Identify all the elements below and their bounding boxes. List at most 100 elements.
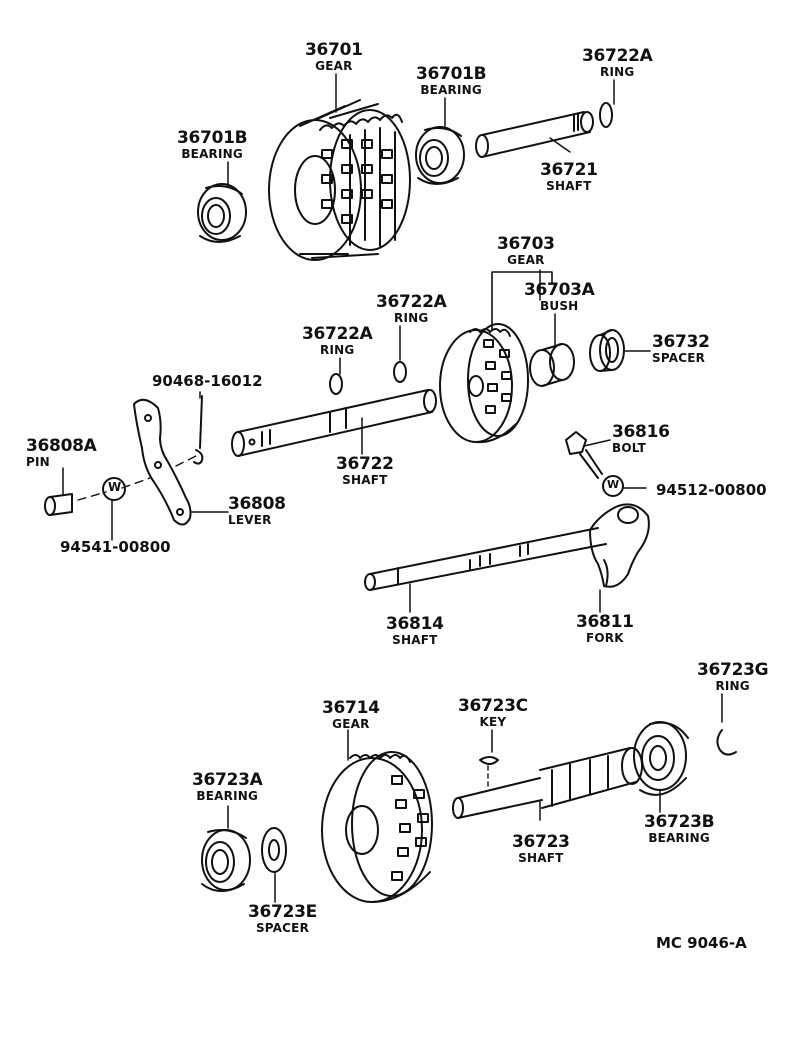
label-36701b-bearing-left: 36701B BEARING	[177, 128, 248, 161]
part-number: 36701	[305, 40, 363, 60]
bearing-36723b-drawing	[633, 721, 689, 796]
part-name: LEVER	[228, 513, 272, 527]
part-name: SHAFT	[518, 851, 564, 865]
bolt-36816-drawing	[565, 431, 603, 479]
gear-36703-drawing	[439, 323, 529, 444]
clip-90468-drawing	[193, 395, 204, 465]
label-36701b-bearing-right: 36701B BEARING	[416, 64, 487, 97]
part-name: RING	[394, 311, 429, 325]
part-number: 36722A	[582, 46, 653, 66]
part-name: KEY	[479, 715, 507, 729]
part-number: 36723A	[192, 770, 263, 790]
part-number: 36808	[228, 494, 286, 514]
lever-36808-drawing	[133, 398, 192, 526]
part-number: 36701B	[177, 128, 248, 148]
part-name: RING	[320, 343, 355, 357]
shaft-36722-drawing	[231, 389, 437, 457]
label-36723g-ring: 36723G RING	[697, 660, 769, 693]
part-name: GEAR	[332, 717, 370, 731]
washer-94541-drawing	[102, 477, 126, 501]
part-name: RING	[600, 65, 635, 79]
label-36721-shaft: 36721 SHAFT	[540, 160, 598, 193]
part-number: 36723B	[644, 812, 715, 832]
part-number: 36723	[512, 832, 570, 852]
bearing-36701b-left-drawing	[197, 183, 247, 243]
label-94541-00800: 94541-00800	[60, 538, 171, 556]
label-36811-fork: 36811 FORK	[576, 612, 634, 645]
part-name: SPACER	[652, 351, 706, 365]
washer-mark-right: W	[607, 478, 620, 491]
ring-36722a-top-drawing	[599, 102, 613, 128]
part-number: 36722	[336, 454, 394, 474]
ring-36722a-mid-left-drawing	[329, 373, 343, 395]
label-36701-gear: 36701 GEAR	[305, 40, 363, 73]
washer-mark-left: W	[108, 480, 122, 494]
part-number: 36703	[497, 234, 555, 254]
leader-lines	[62, 73, 723, 903]
part-number: 36721	[540, 160, 598, 180]
part-number: 36811	[576, 612, 634, 632]
bush-36703a-drawing	[529, 343, 575, 387]
part-name: SHAFT	[392, 633, 438, 647]
label-36714-gear: 36714 GEAR	[322, 698, 380, 731]
part-number: 36701B	[416, 64, 487, 84]
key-36723c-drawing	[479, 756, 499, 765]
label-36732-spacer: 36732 SPACER	[652, 332, 710, 365]
part-name: GEAR	[315, 59, 353, 73]
part-name: GEAR	[507, 253, 545, 267]
label-94512-00800: 94512-00800	[656, 481, 767, 499]
part-number: 36723C	[458, 696, 528, 716]
shaft-36721-drawing	[475, 111, 594, 158]
label-36808a-pin: 36808A PIN	[26, 436, 97, 469]
label-36723c-key: 36723C KEY	[458, 696, 528, 729]
label-36723e-spacer: 36723E SPACER	[248, 902, 317, 935]
bearing-36701b-right-drawing	[415, 126, 465, 185]
part-name: BOLT	[612, 441, 646, 455]
ring-36723g-drawing	[716, 729, 737, 756]
part-number: 36732	[652, 332, 710, 352]
part-name: BEARING	[196, 789, 259, 803]
part-name: BEARING	[420, 83, 482, 97]
shaft-36723-drawing	[452, 747, 643, 819]
part-name: BEARING	[648, 831, 710, 845]
gear-36714-drawing	[321, 751, 433, 903]
part-number: 36808A	[26, 436, 97, 456]
part-name: FORK	[585, 631, 624, 645]
part-name: RING	[715, 679, 750, 693]
label-36722a-ring-mid-left: 36722A RING	[302, 324, 373, 357]
label-36723b-bearing: 36723B BEARING	[644, 812, 715, 845]
label-36722a-ring-top: 36722A RING	[582, 46, 653, 79]
pin-36808a-drawing	[44, 493, 73, 516]
label-36816-bolt: 36816 BOLT	[612, 422, 670, 455]
label-36723a-bearing: 36723A BEARING	[192, 770, 263, 803]
label-36703a-bush: 36703A BUSH	[524, 280, 595, 313]
spacer-36732-drawing	[589, 329, 625, 372]
label-36814-shaft: 36814 SHAFT	[386, 616, 444, 647]
part-number: 36714	[322, 698, 380, 718]
part-number: 36723G	[697, 660, 769, 680]
part-name: SPACER	[255, 921, 310, 935]
label-36703-gear: 36703 GEAR	[497, 234, 555, 267]
part-name: SHAFT	[546, 179, 592, 193]
label-36722-shaft: 36722 SHAFT	[336, 454, 394, 487]
label-36723-shaft: 36723 SHAFT	[512, 832, 570, 865]
part-number: 36703A	[524, 280, 595, 300]
part-name: PIN	[26, 455, 50, 469]
label-90468-16012: 90468-16012	[152, 372, 263, 390]
part-number: 36816	[612, 422, 670, 442]
bearing-36723a-drawing	[201, 829, 251, 892]
part-number: 36722A	[302, 324, 373, 344]
label-36808-lever: 36808 LEVER	[228, 494, 286, 527]
part-name: BEARING	[181, 147, 243, 161]
part-number: 36723E	[248, 902, 317, 922]
label-36722a-ring-mid-right: 36722A RING	[376, 292, 447, 325]
part-number: 36722A	[376, 292, 447, 312]
spacer-36723e-drawing	[261, 827, 287, 873]
shaft-36814-drawing	[364, 527, 607, 591]
part-name: BUSH	[540, 299, 579, 313]
gear-36701-drawing	[268, 99, 411, 261]
drawing-code: MC 9046-A	[656, 934, 747, 952]
part-name: SHAFT	[342, 473, 388, 487]
